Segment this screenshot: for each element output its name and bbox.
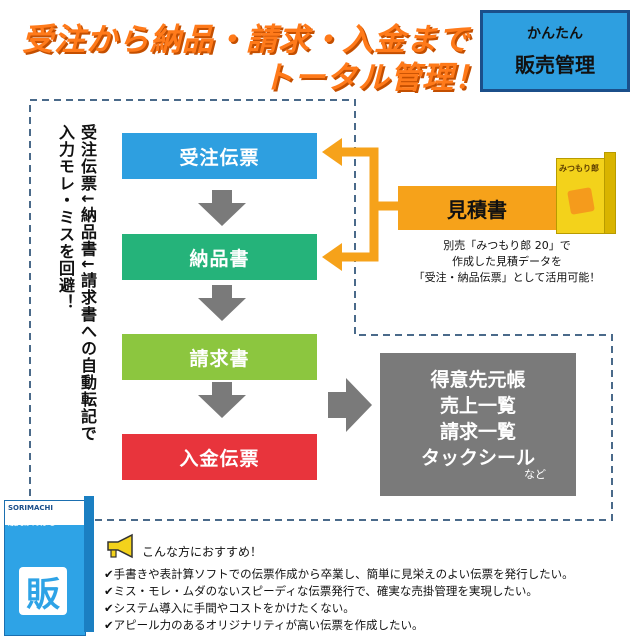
check-icon: ✔ bbox=[104, 618, 114, 632]
check-icon: ✔ bbox=[104, 584, 114, 598]
product-name: 販売がんばる19 bbox=[8, 518, 68, 527]
mitsumori-box-side bbox=[604, 152, 616, 234]
estimate-note-line-1: 別売「みつもり郎 20」で bbox=[443, 239, 571, 252]
audience-item: ✔アピール力のあるオリジナリティが高い伝票を作成したい。 bbox=[104, 618, 424, 632]
outputs-suffix: など bbox=[524, 468, 546, 481]
product-glyph-icon: 販 bbox=[19, 567, 67, 615]
mitsumori-box-front: みつもり郎 bbox=[556, 158, 606, 234]
down-arrow-2 bbox=[198, 285, 246, 321]
audience-item: ✔システム導入に手間やコストをかけたくない。 bbox=[104, 601, 355, 615]
headline-line-1: 受注から納品・請求・入金まで bbox=[22, 22, 470, 58]
down-arrow-3 bbox=[198, 382, 246, 418]
flow-step-order: 受注伝票 bbox=[122, 133, 317, 179]
badge-big-text: 販売管理 bbox=[515, 53, 595, 77]
output-sales-list: 売上一覧 bbox=[439, 395, 516, 417]
estimate-bracket bbox=[340, 147, 400, 262]
side-note: 受注伝票↓納品書↓請求書への自動転記で 入力モレ・ミスを回避！ bbox=[54, 124, 98, 504]
check-icon: ✔ bbox=[104, 601, 114, 615]
flow-step-payment: 入金伝票 bbox=[122, 434, 317, 480]
product-box: SORIMACHI 販売がんばる19 販 bbox=[4, 496, 96, 636]
check-icon: ✔ bbox=[104, 567, 114, 581]
side-note-line-2: 入力モレ・ミスを回避！ bbox=[56, 124, 75, 311]
right-arrow-outputs bbox=[328, 378, 372, 432]
estimate-arrow-bottom bbox=[322, 243, 342, 271]
output-ledger: 得意先元帳 bbox=[430, 369, 526, 391]
side-note-line-1: 受注伝票↓納品書↓請求書への自動転記で bbox=[78, 124, 97, 442]
audience-heading: こんな方におすすめ！ bbox=[142, 545, 263, 559]
product-box-front: SORIMACHI 販売がんばる19 販 bbox=[4, 500, 86, 636]
estimate-note-line-3: 「受注・納品伝票」として活用可能！ bbox=[413, 271, 601, 284]
audience-item: ✔ミス・モレ・ムダのないスピーディな伝票発行で、確実な売掛管理を実現したい。 bbox=[104, 584, 538, 598]
headline-line-2: トータル管理！ bbox=[262, 60, 486, 96]
flow-step-delivery: 納品書 bbox=[122, 234, 317, 280]
mitsumori-product-box: みつもり郎 bbox=[556, 152, 616, 234]
audience-list: ✔手書きや表計算ソフトでの伝票作成から卒業し、簡単に見栄えのよい伝票を発行したい… bbox=[104, 566, 574, 634]
audience-item: ✔手書きや表計算ソフトでの伝票作成から卒業し、簡単に見栄えのよい伝票を発行したい… bbox=[104, 567, 574, 581]
mitsumori-icon bbox=[567, 187, 595, 215]
estimate-note-line-2: 作成した見積データを bbox=[452, 255, 562, 268]
output-invoice-list: 請求一覧 bbox=[439, 421, 516, 443]
product-box-side bbox=[84, 496, 94, 632]
output-tack-seal: タックシール bbox=[420, 447, 535, 469]
flow-step-invoice: 請求書 bbox=[122, 334, 317, 380]
estimate-arrow-top bbox=[322, 138, 342, 166]
down-arrow-1 bbox=[198, 190, 246, 226]
badge-small-text: かんたん bbox=[527, 26, 583, 42]
outputs-box: 得意先元帳 売上一覧 請求一覧 タックシール など bbox=[380, 353, 576, 496]
product-brand: SORIMACHI bbox=[8, 504, 53, 512]
estimate-note: 別売「みつもり郎 20」で 作成した見積データを 「受注・納品伝票」として活用可… bbox=[392, 238, 622, 286]
estimate-box: 見積書 bbox=[398, 186, 556, 230]
megaphone-icon bbox=[107, 533, 133, 559]
category-badge: かんたん 販売管理 bbox=[480, 10, 630, 92]
mitsumori-label: みつもり郎 bbox=[559, 164, 599, 173]
